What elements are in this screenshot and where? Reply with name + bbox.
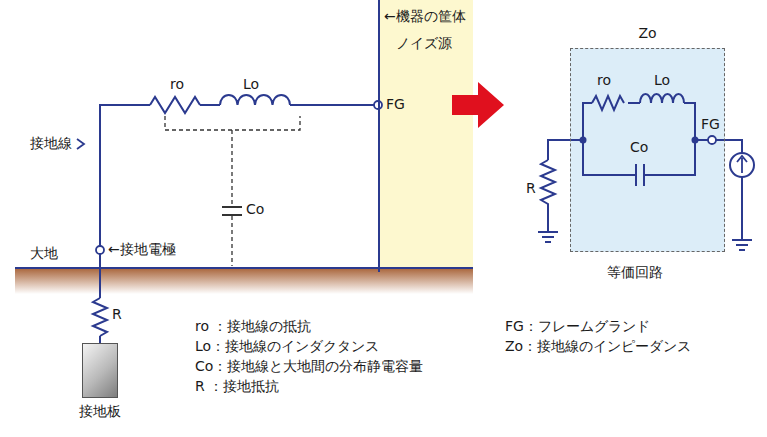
- resistor-symbol: [93, 298, 107, 336]
- impedance-fill: [570, 48, 725, 252]
- equivalent-circuit-wire: [541, 160, 555, 232]
- legend-note: Zo：接地線のインピーダンス: [505, 338, 691, 355]
- part-name: Co: [630, 139, 648, 156]
- terminal-name: FG: [701, 116, 720, 133]
- ground-line: [15, 267, 473, 269]
- part-name: Lo: [243, 76, 259, 93]
- part-name: R: [112, 306, 122, 323]
- equivalent-circuit-wire: [741, 177, 743, 240]
- capacitor-symbol: [222, 206, 242, 208]
- plate-label: 接地板: [79, 403, 121, 420]
- housing-label: ←機器の筐体: [384, 8, 477, 25]
- current-source: [730, 153, 754, 177]
- capacitance-leader: [165, 116, 300, 130]
- terminal-circle: [708, 136, 716, 144]
- part-name: 接地線: [30, 135, 72, 152]
- legend-note: Lo：接地線のインダクタンス: [195, 338, 379, 355]
- impedance-label: Zo: [638, 25, 656, 42]
- part-name: ←接地電極: [108, 241, 176, 258]
- capacitance-leader: [231, 216, 232, 266]
- part-name: R: [526, 180, 536, 197]
- capacitor-symbol: [222, 207, 242, 215]
- equivalent-circuit-wire: [640, 94, 684, 103]
- capacitor-symbol: [222, 214, 242, 216]
- equivalent-circuit-wire: [636, 164, 644, 186]
- equivalent-circuit-wire: [684, 103, 695, 140]
- equivalent-circuit-wire: [583, 140, 636, 175]
- ground-wire-arrow: [77, 139, 84, 149]
- resistor-symbol: [150, 97, 200, 113]
- equivalent-circuit-wire: [592, 96, 624, 110]
- ground-wire: [100, 105, 378, 343]
- junction-dot: [580, 137, 587, 144]
- part-name: ro: [597, 72, 611, 89]
- legend-note: Co：接地線と大地間の分布静電容量: [195, 358, 423, 375]
- block-arrow: [452, 82, 504, 128]
- terminal-name: FG: [386, 96, 405, 113]
- part-name: 大地: [30, 245, 58, 262]
- capacitance-leader: [231, 130, 232, 206]
- noise-source-label: ノイズ源: [396, 35, 477, 52]
- equivalent-circuit-wire: [732, 240, 752, 250]
- equivalent-circuit-wire: [716, 140, 742, 153]
- inductor-symbol: [220, 95, 290, 105]
- equivalent-circuit-wire: [583, 103, 592, 140]
- current-source: [730, 153, 754, 177]
- caption-label: 等価回路: [607, 264, 663, 281]
- earth-band: [15, 268, 473, 294]
- block-arrow: [452, 82, 504, 128]
- legend-note: FG：フレームグランド: [505, 318, 650, 335]
- part-name: ro: [170, 76, 184, 93]
- equivalent-circuit-wire: [644, 140, 695, 175]
- junction-dot: [692, 137, 699, 144]
- ground-line: [15, 267, 473, 269]
- inductor-symbol: [220, 95, 290, 109]
- ground-plate: 接地板: [82, 343, 118, 398]
- capacitance-leader: [165, 116, 300, 266]
- part-name: Co: [246, 201, 264, 218]
- current-source: [737, 156, 747, 173]
- terminal-circle: [96, 101, 382, 254]
- resistor-symbol: [93, 298, 107, 336]
- equivalent-circuit-wire: [548, 140, 583, 160]
- part-name: Lo: [654, 72, 670, 89]
- terminal-circle: [708, 136, 716, 144]
- legend-note: R ：接地抵抗: [195, 378, 279, 395]
- ground-wire-arrow: [77, 139, 84, 149]
- legend-note: ro ：接地線の抵抗: [195, 318, 311, 335]
- equivalent-circuit-wire: [538, 232, 558, 242]
- equipment-housing: ←機器の筐体ノイズ源: [378, 0, 477, 272]
- terminal-circle: [96, 246, 104, 254]
- equivalent-circuit-wire: [628, 102, 640, 104]
- resistor-symbol: [150, 97, 200, 113]
